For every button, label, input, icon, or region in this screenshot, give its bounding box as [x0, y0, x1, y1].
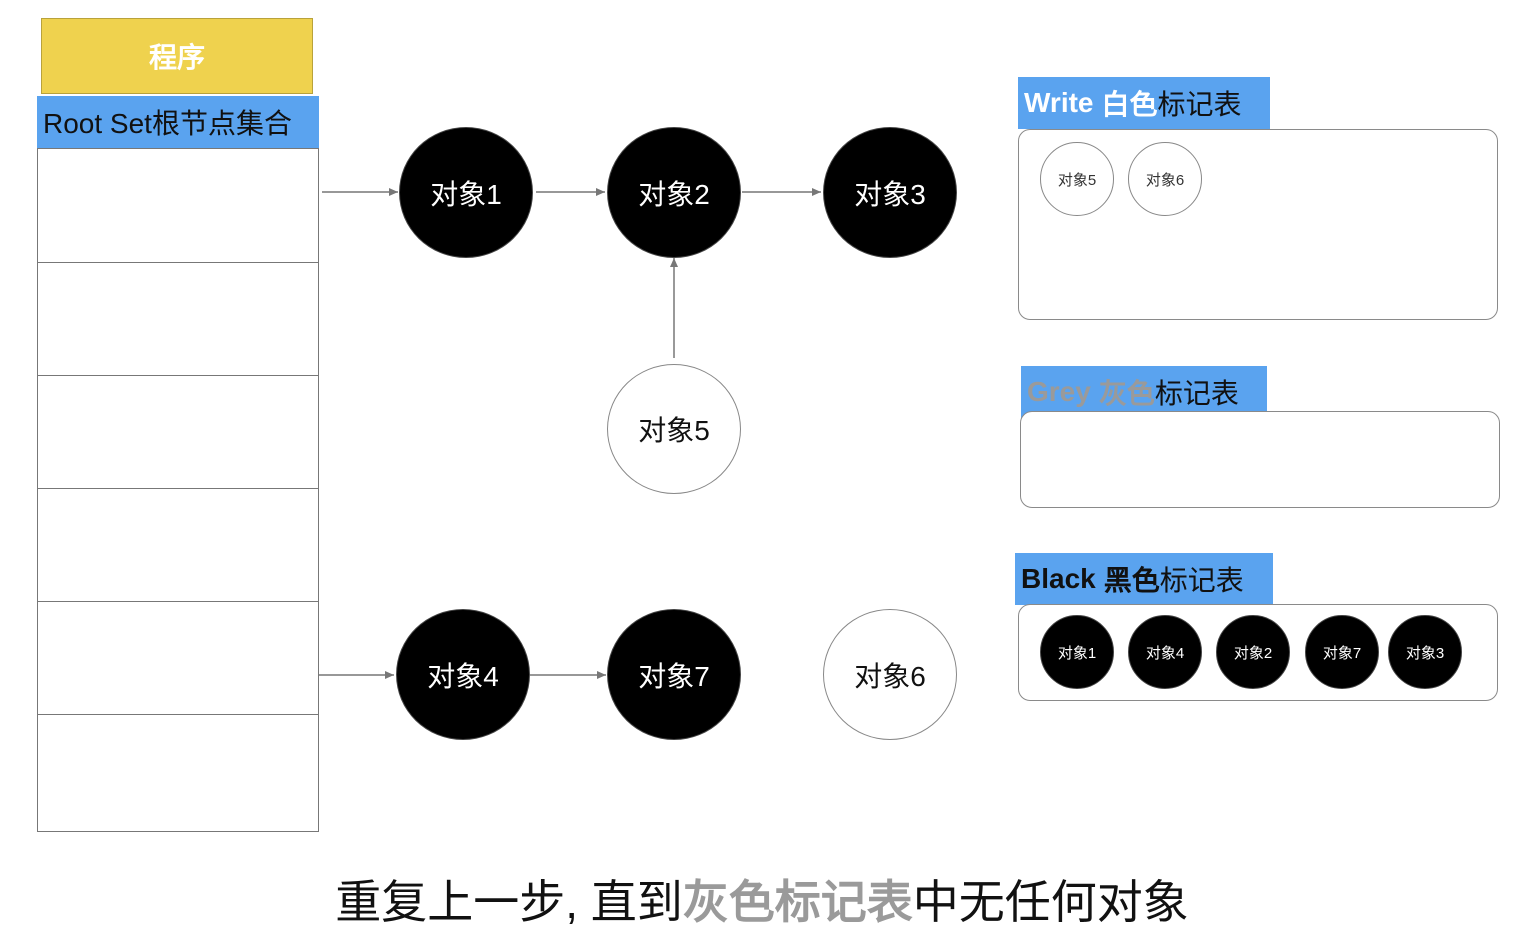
program-label: 程序	[148, 42, 205, 73]
caption-prefix: 重复上一步, 直到	[335, 876, 683, 928]
object-node-label: 对象3	[854, 178, 926, 210]
black-table-item-label: 对象1	[1057, 644, 1097, 662]
object-node-label: 对象7	[638, 660, 710, 692]
caption-suffix: 中无任何对象	[912, 876, 1189, 928]
root-set-cell	[38, 376, 318, 489]
object-node-label: 对象6	[854, 660, 926, 692]
grey-table-title-suffix: 标记表	[1154, 378, 1239, 409]
object-node-6: 对象6	[823, 609, 957, 740]
grey-table-title-color: 灰色	[1098, 378, 1155, 409]
white-table-item-label: 对象6	[1145, 171, 1185, 189]
white-table-title-en: Write	[1024, 87, 1094, 118]
object-node-7: 对象7	[607, 609, 741, 740]
black-table-item: 对象3	[1388, 615, 1462, 689]
black-table-item: 对象4	[1128, 615, 1202, 689]
black-table-title-color: 黑色	[1103, 565, 1160, 596]
black-table-item-label: 对象4	[1145, 644, 1185, 662]
grey-table-title: Grey 灰色 标记表	[1021, 366, 1267, 418]
white-table-item: 对象5	[1040, 142, 1114, 216]
object-node-4: 对象4	[396, 609, 530, 740]
black-table-item: 对象2	[1216, 615, 1290, 689]
root-set-title: Root Set根节点集合	[37, 96, 319, 148]
black-table-item: 对象1	[1040, 615, 1114, 689]
black-table-item: 对象7	[1305, 615, 1379, 689]
object-node-5: 对象5	[607, 364, 741, 494]
object-node-3: 对象3	[823, 127, 957, 258]
white-table-item-label: 对象5	[1057, 171, 1097, 189]
black-table-item-label: 对象7	[1322, 644, 1362, 662]
root-set-list	[37, 148, 319, 832]
root-set-title-text: Root Set根节点集合	[43, 108, 292, 139]
object-node-label: 对象4	[427, 660, 499, 692]
white-table-title-color: 白色	[1101, 89, 1158, 120]
black-table-item-label: 对象3	[1405, 644, 1445, 662]
white-table-box: 对象5 对象6	[1018, 129, 1498, 320]
root-set-cell	[38, 489, 318, 602]
object-node-2: 对象2	[607, 127, 741, 258]
object-node-1: 对象1	[399, 127, 533, 258]
root-set-cell	[38, 149, 318, 263]
black-table-title: Black 黑色 标记表	[1015, 553, 1273, 605]
white-table-title: Write 白色 标记表	[1018, 77, 1270, 129]
black-table-item-label: 对象2	[1233, 644, 1273, 662]
white-table-item: 对象6	[1128, 142, 1202, 216]
grey-table-box	[1020, 411, 1500, 508]
program-box: 程序	[41, 18, 313, 94]
object-node-label: 对象1	[430, 178, 502, 210]
white-table-title-suffix: 标记表	[1157, 89, 1242, 120]
black-table-title-suffix: 标记表	[1159, 565, 1244, 596]
object-node-label: 对象5	[638, 415, 710, 446]
object-node-label: 对象2	[638, 178, 710, 210]
caption: 重复上一步, 直到灰色标记表中无任何对象	[0, 866, 1524, 932]
black-table-box: 对象1 对象4 对象2 对象7 对象3	[1018, 604, 1498, 701]
grey-table-title-en: Grey	[1027, 376, 1091, 407]
root-set-cell	[38, 263, 318, 376]
caption-highlight: 灰色标记表	[682, 876, 913, 928]
root-set-cell	[38, 602, 318, 715]
black-table-title-en: Black	[1021, 563, 1096, 594]
